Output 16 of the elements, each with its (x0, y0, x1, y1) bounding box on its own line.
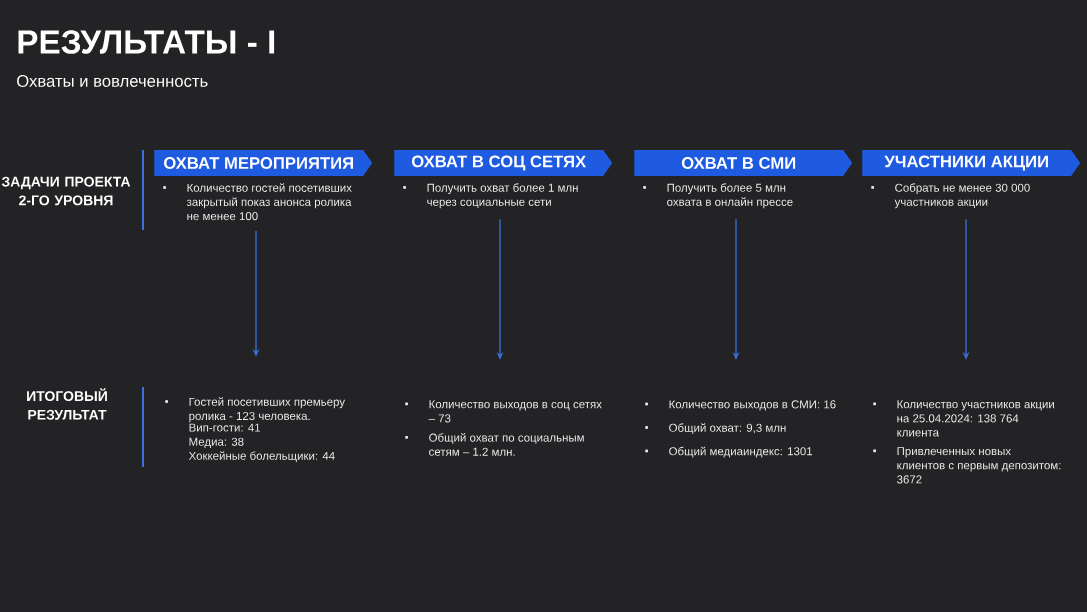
chevron-header: ОХВАТ В СОЦ СЕТЯХ (394, 150, 613, 176)
chevron-header: ОХВАТ В СМИ (634, 150, 853, 176)
chevron-header: ОХВАТ МЕРОПРИЯТИЯ (154, 150, 373, 176)
result-list: Количество участников акции на 25.04.2024: 138 764 клиента Привлеченных новых клиентов с первым депозитом: 3672 (873, 400, 1061, 484)
task-text: Получить более 5 млн охвата в онлайн прессе (643, 183, 793, 209)
slide-title: РЕЗУЛЬТАТЫ - I (18, 30, 275, 54)
task-text: Количество гостей посетивших закрытый показ анонса ролика не менее 100 (163, 183, 352, 221)
result-list: Количество выходов в СМИ: 16 Общий охват: 9,3 млн Общий медиаиндекс: 1301 (645, 400, 836, 458)
chevron-header: УЧАСТНИКИ АКЦИИ (862, 150, 1081, 176)
subtitle: Охваты и вовлеченность (17, 75, 208, 87)
row-heading: ЗАДАЧИ ПРОЕКТА 2-ГО УРОВНЯ (1, 176, 131, 206)
result-list: Количество выходов в соц сетях – 73 Общий охват по социальным сетям – 1.2 млн. (405, 400, 602, 456)
row-heading: ИТОГОВЫЙ РЕЗУЛЬТАТ (27, 388, 107, 420)
task-text: Собрать не менее 30 000 участников акции (871, 183, 1030, 209)
result-list: Гостей посетивших премьеру ролика - 123 человека. Вип-гости: 41 Медиа: 38 Хоккейные болельщики: 44 (165, 397, 345, 463)
task-text: Получить охват более 1 млн через социальные сети (403, 183, 578, 209)
